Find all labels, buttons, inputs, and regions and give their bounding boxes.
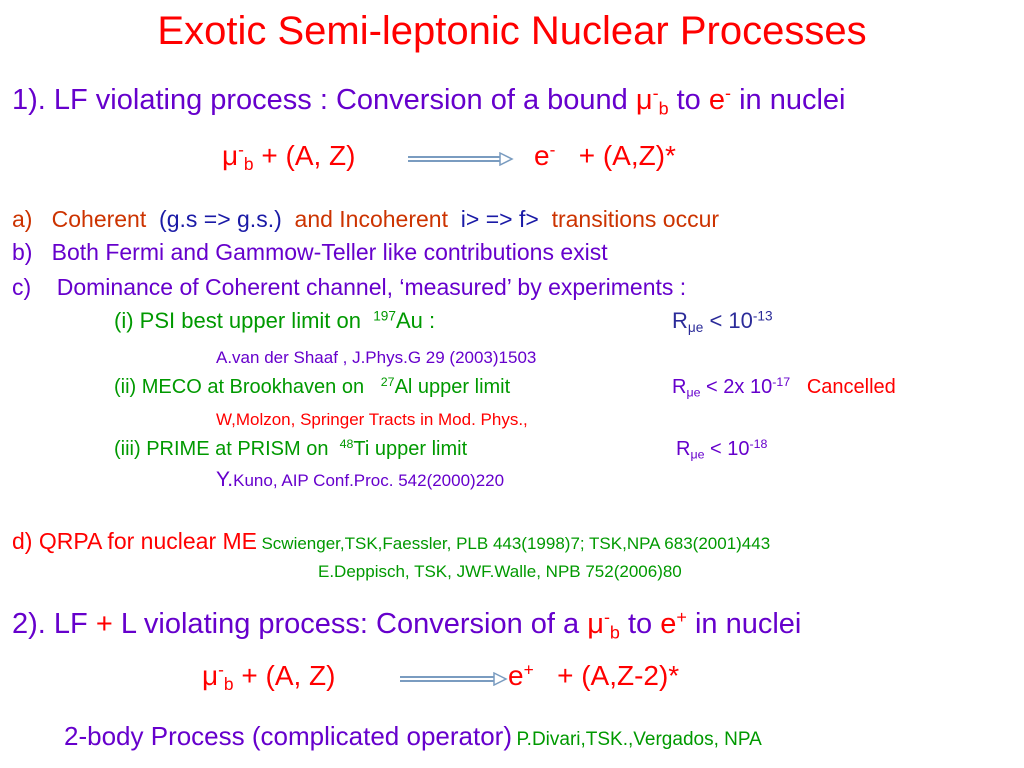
section-1-number: 1). [12,84,46,116]
section-2-heading: 2). LF + L violating process: Conversion… [12,607,802,643]
electron: e- [708,83,731,116]
section-1-heading: 1). LF violating process : Conversion of… [12,84,845,117]
section-1-text: LF violating process : Conversion of a b… [53,84,628,116]
limit-prime: Rμe < 10-18 [676,437,768,462]
item-b: b) Both Fermi and Gammow-Teller like con… [12,239,608,265]
reference-meco: W,Molzon, Springer Tracts in Mod. Phys., [216,410,528,429]
equation-1-rhs: e- + (A,Z)* [534,139,676,171]
page-title: Exotic Semi-leptonic Nuclear Processes [157,9,867,53]
item-d: d) QRPA for nuclear ME Scwienger,TSK,Fae… [12,528,771,554]
equation-2-rhs: e+ + (A,Z-2)* [508,659,680,691]
to-word: to [676,84,701,116]
reaction-arrow-1-icon [408,152,514,166]
reference-psi: A.van der Shaaf , J.Phys.G 29 (2003)1503 [216,348,537,367]
status-cancelled: Cancelled [806,376,896,398]
footer-note: 2-body Process (complicated operator) P.… [64,721,762,751]
item-c: c) Dominance of Coherent channel, ‘measu… [12,274,687,300]
equation-2-lhs: μ-b + (A, Z) [202,659,336,695]
experiment-prime: (iii) PRIME at PRISM on 48Ti upper limit [114,437,468,460]
bound-muon: μ-b [635,83,669,119]
in-nuclei: in nuclei [739,84,846,116]
reaction-arrow-2-icon [400,672,508,686]
item-d-ref-2: E.Deppisch, TSK, JWF.Walle, NPB 752(2006… [318,562,682,581]
experiment-meco: (ii) MECO at Brookhaven on 27Al upper li… [114,375,511,398]
item-a: a) Coherent (g.s => g.s.) and Incoherent… [12,206,720,232]
equation-1-lhs: μ-b + (A, Z) [222,139,356,175]
limit-meco: Rμe < 2x 10-17 Cancelled [672,375,896,400]
experiment-psi: (i) PSI best upper limit on 197Au : [114,308,436,333]
reference-prime: Y.Kuno, AIP Conf.Proc. 542(2000)220 [216,468,505,491]
limit-psi: Rμe < 10-13 [672,308,773,336]
